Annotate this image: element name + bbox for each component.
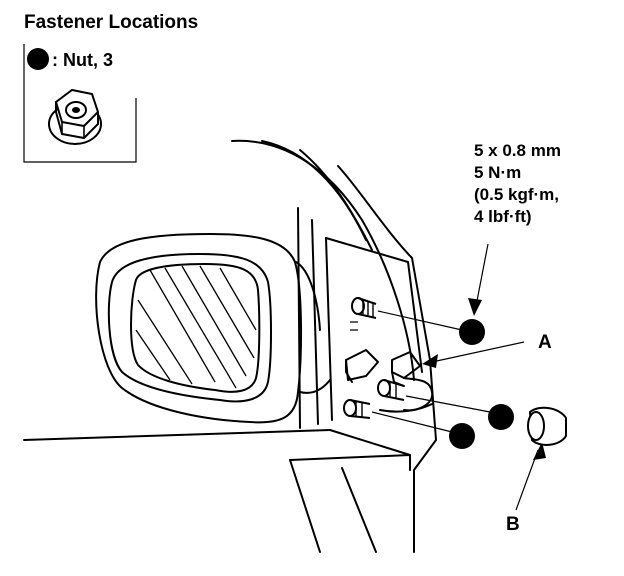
- callout-b-leader: [515, 449, 539, 511]
- middle-stud: [377, 379, 405, 401]
- callout-a-label: A: [538, 332, 552, 353]
- connector-assembly: [345, 349, 434, 413]
- middle-stud-leader: [405, 395, 491, 413]
- lower-stud-leader: [371, 411, 453, 433]
- callout-b-arrowhead: [533, 442, 546, 460]
- door-frame: [23, 139, 437, 553]
- callout-a-leader: [431, 341, 525, 363]
- spec-torque-nm: 5 N·m: [474, 163, 521, 182]
- upper-stud: [351, 297, 377, 319]
- callout-a-arrowhead: [422, 354, 438, 368]
- leader-lines: [371, 243, 546, 511]
- torque-spec: 5 x 0.8 mm 5 N·m (0.5 kgf·m, 4 lbf·ft): [474, 141, 561, 226]
- lower-stud: [343, 399, 371, 419]
- spec-leader: [475, 243, 489, 307]
- legend-label: : Nut, 3: [52, 50, 113, 70]
- nut-upper-icon: [459, 319, 485, 345]
- spec-thread: 5 x 0.8 mm: [474, 141, 561, 160]
- cover-cap-b: [527, 406, 567, 446]
- mirror-glass-hatching: [135, 265, 257, 389]
- side-mirror: [95, 233, 331, 424]
- flange-nut-icon: [48, 88, 102, 145]
- mounting-studs: [343, 297, 405, 419]
- upper-stud-leader: [377, 310, 463, 331]
- diagram-title: Fastener Locations: [24, 12, 198, 33]
- spec-arrowhead: [468, 298, 482, 316]
- callout-b-label: B: [506, 514, 520, 535]
- legend-box: : Nut, 3: [23, 44, 137, 163]
- nut-lower-icon: [449, 423, 475, 449]
- nut-middle-icon: [488, 404, 514, 430]
- spec-torque-lbfft: 4 lbf·ft): [474, 207, 532, 226]
- nut-symbol-icon: [27, 48, 49, 70]
- spec-torque-kgfm: (0.5 kgf·m,: [474, 185, 559, 204]
